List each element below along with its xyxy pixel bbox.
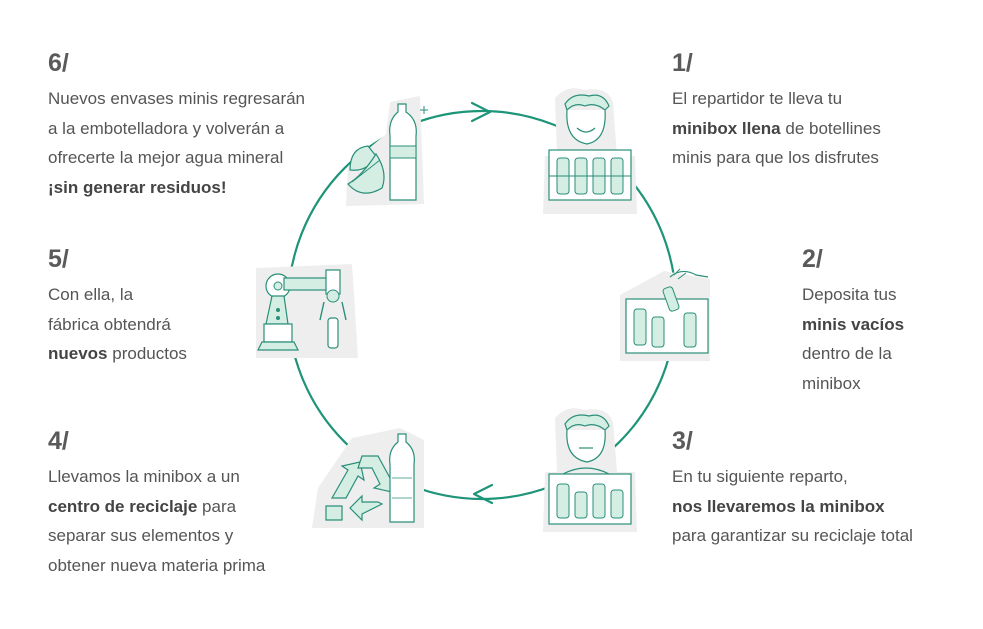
step-text: separar sus elementos y <box>48 526 234 545</box>
step-line: Con ella, la <box>48 280 187 310</box>
step-line: a la embotelladora y volverán a <box>48 114 305 144</box>
step-text-bold: nos llevaremos la minibox <box>672 496 885 516</box>
step-text: En tu siguiente reparto, <box>672 467 848 486</box>
step-line: En tu siguiente reparto, <box>672 462 913 492</box>
step-5-number: 5/ <box>48 245 69 273</box>
step-6-text: Nuevos envases minis regresarán a la embo… <box>48 84 305 202</box>
step-line: fábrica obtendrá <box>48 310 187 340</box>
step-text: Nuevos envases minis regresarán <box>48 89 306 108</box>
step-line: minis para que los disfrutes <box>672 143 881 173</box>
step-line: obtener nueva materia prima <box>48 551 265 581</box>
step-text: minibox <box>802 373 861 393</box>
step-text-bold: centro de reciclaje <box>48 496 198 516</box>
step-text: Deposita tus <box>802 285 897 304</box>
step-2: 2/ Deposita tus minis vacíos dentro de la… <box>802 244 904 398</box>
step-2-number: 2/ <box>802 245 823 273</box>
hand-dropping-bottles-in-box-icon <box>620 268 710 361</box>
step-5-text: Con ella, la fábrica obtendrá nuevos produ… <box>48 280 187 369</box>
step-line: Nuevos envases minis regresarán <box>48 84 305 114</box>
step-text: fábrica obtendrá <box>48 314 171 334</box>
step-line: minis vacíos <box>802 310 904 340</box>
step-3-number: 3/ <box>672 427 693 455</box>
step-text: para garantizar su reciclaje total <box>672 526 913 545</box>
step-line: dentro de la <box>802 339 904 369</box>
step-4-text: Llevamos la minibox a un centro de recicl… <box>48 462 265 580</box>
step-text-bold: nuevos <box>48 344 108 363</box>
step-text: productos <box>107 344 187 363</box>
step-text: obtener nueva materia prima <box>48 555 266 575</box>
recycling-symbol-bottle-icon <box>312 428 424 528</box>
step-line: Llevamos la minibox a un <box>48 462 265 492</box>
step-1-number: 1/ <box>672 49 693 77</box>
person-with-full-minibox-icon <box>543 88 637 214</box>
robotic-arm-factory-icon <box>256 264 358 358</box>
step-text: ofrecerte la mejor agua mineral <box>48 148 284 167</box>
step-line: Deposita tus <box>802 280 904 310</box>
step-1: 1/ El repartidor te lleva tu minibox llen… <box>672 48 881 173</box>
step-line: ¡sin generar residuos! <box>48 173 305 203</box>
step-6: 6/ Nuevos envases minis regresarán a la e… <box>48 48 305 202</box>
step-line: separar sus elementos y <box>48 521 265 551</box>
step-text: Llevamos la minibox a un <box>48 467 240 486</box>
step-line: El repartidor te lleva tu <box>672 84 881 114</box>
step-4-number: 4/ <box>48 427 69 455</box>
step-text-bold: minibox llena <box>672 118 781 138</box>
step-3: 3/ En tu siguiente reparto, nos llevaremo… <box>672 426 913 551</box>
step-text-bold: minis vacíos <box>802 314 905 334</box>
step-text: de botellines <box>780 118 881 138</box>
step-text: para <box>197 496 237 516</box>
step-text: dentro de la <box>802 344 892 363</box>
step-line: nuevos productos <box>48 339 187 369</box>
bottle-with-leaves-icon <box>346 96 428 206</box>
arrow-left-icon <box>472 483 494 505</box>
step-line: ofrecerte la mejor agua mineral <box>48 143 305 173</box>
step-6-number: 6/ <box>48 49 69 77</box>
step-line: nos llevaremos la minibox <box>672 492 913 522</box>
step-text: Con ella, la <box>48 285 134 304</box>
step-4: 4/ Llevamos la minibox a un centro de rec… <box>48 426 265 580</box>
step-1-text: El repartidor te lleva tu minibox llena d… <box>672 84 881 173</box>
step-text: a la embotelladora y volverán a <box>48 118 285 138</box>
step-line: minibox llena de botellines <box>672 114 881 144</box>
step-line: minibox <box>802 369 904 399</box>
step-line: para garantizar su reciclaje total <box>672 521 913 551</box>
step-text: minis para que los disfrutes <box>672 148 879 167</box>
step-text: El repartidor te lleva tu <box>672 89 843 108</box>
step-text-bold: ¡sin generar residuos! <box>48 177 227 197</box>
step-2-text: Deposita tus minis vacíos dentro de la min… <box>802 280 904 398</box>
step-3-text: En tu siguiente reparto, nos llevaremos l… <box>672 462 913 551</box>
step-line: centro de reciclaje para <box>48 492 265 522</box>
arrow-right-icon <box>470 101 492 123</box>
person-collecting-minibox-icon <box>543 408 637 532</box>
step-5: 5/ Con ella, la fábrica obtendrá nuevos pr… <box>48 244 187 369</box>
